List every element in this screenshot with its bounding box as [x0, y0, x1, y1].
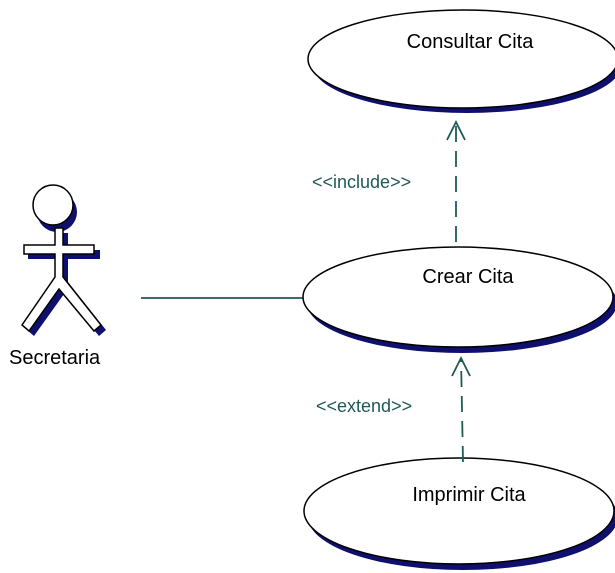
actor-label: Secretaria: [9, 347, 101, 369]
extend-label: <<extend>>: [316, 396, 412, 416]
use-case-crear-cita[interactable]: Crear Cita: [302, 246, 615, 353]
extend-dependency[interactable]: <<extend>>: [316, 355, 471, 463]
use-case-label: Consultar Cita: [407, 31, 535, 53]
arrowhead-icon: [451, 355, 471, 377]
actor-figure: [21, 184, 103, 333]
use-case-consultar-cita[interactable]: Consultar Cita: [307, 9, 615, 113]
use-case-ellipse: [303, 457, 615, 565]
include-dependency[interactable]: <<include>>: [312, 119, 466, 242]
actor-secretaria[interactable]: Secretaria: [9, 184, 106, 369]
dependency-line: [460, 357, 464, 463]
use-case-ellipse: [302, 246, 614, 348]
use-case-ellipse: [307, 9, 615, 109]
use-case-imprimir-cita[interactable]: Imprimir Cita: [303, 457, 615, 570]
arrowhead-icon: [446, 119, 466, 141]
use-case-label: Imprimir Cita: [412, 484, 526, 506]
include-label: <<include>>: [312, 172, 411, 192]
use-case-label: Crear Cita: [422, 266, 514, 288]
